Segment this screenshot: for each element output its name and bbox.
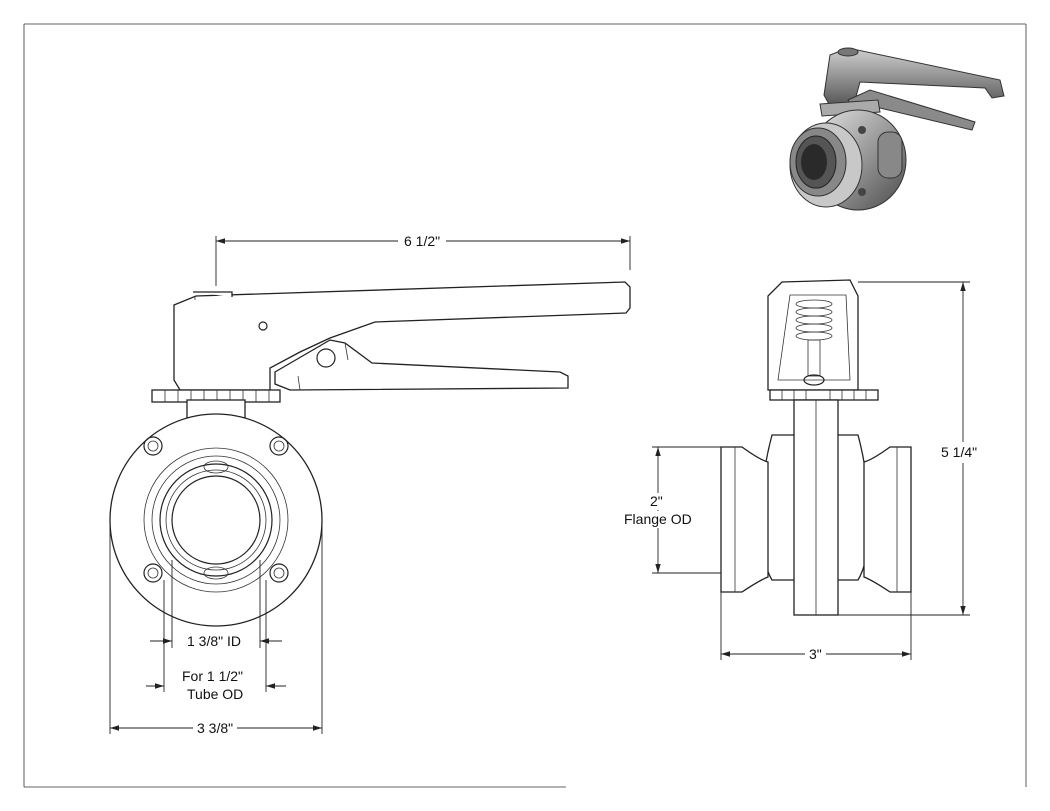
dim-flange-od [652, 446, 721, 574]
valve-isometric-view [789, 47, 1005, 211]
label-id: 1 3/8" ID [183, 633, 245, 650]
label-flange-od: Flange OD [622, 511, 694, 528]
dim-tube-od [146, 580, 286, 692]
valve-front-view [109, 281, 631, 627]
drawing-border [23, 23, 1027, 788]
label-face-to-face: 3" [805, 646, 826, 663]
label-tube-od-line2: Tube OD [183, 686, 248, 703]
label-body-width: 3 3/8" [193, 720, 238, 737]
label-handle-length: 6 1/2" [398, 233, 447, 250]
label-tube-od-line1: For 1 1/2" [178, 668, 247, 685]
label-flange-od-value: 2" [648, 493, 665, 510]
dim-id [150, 560, 282, 648]
valve-side-view [720, 279, 912, 616]
label-height: 5 1/4" [939, 442, 980, 463]
